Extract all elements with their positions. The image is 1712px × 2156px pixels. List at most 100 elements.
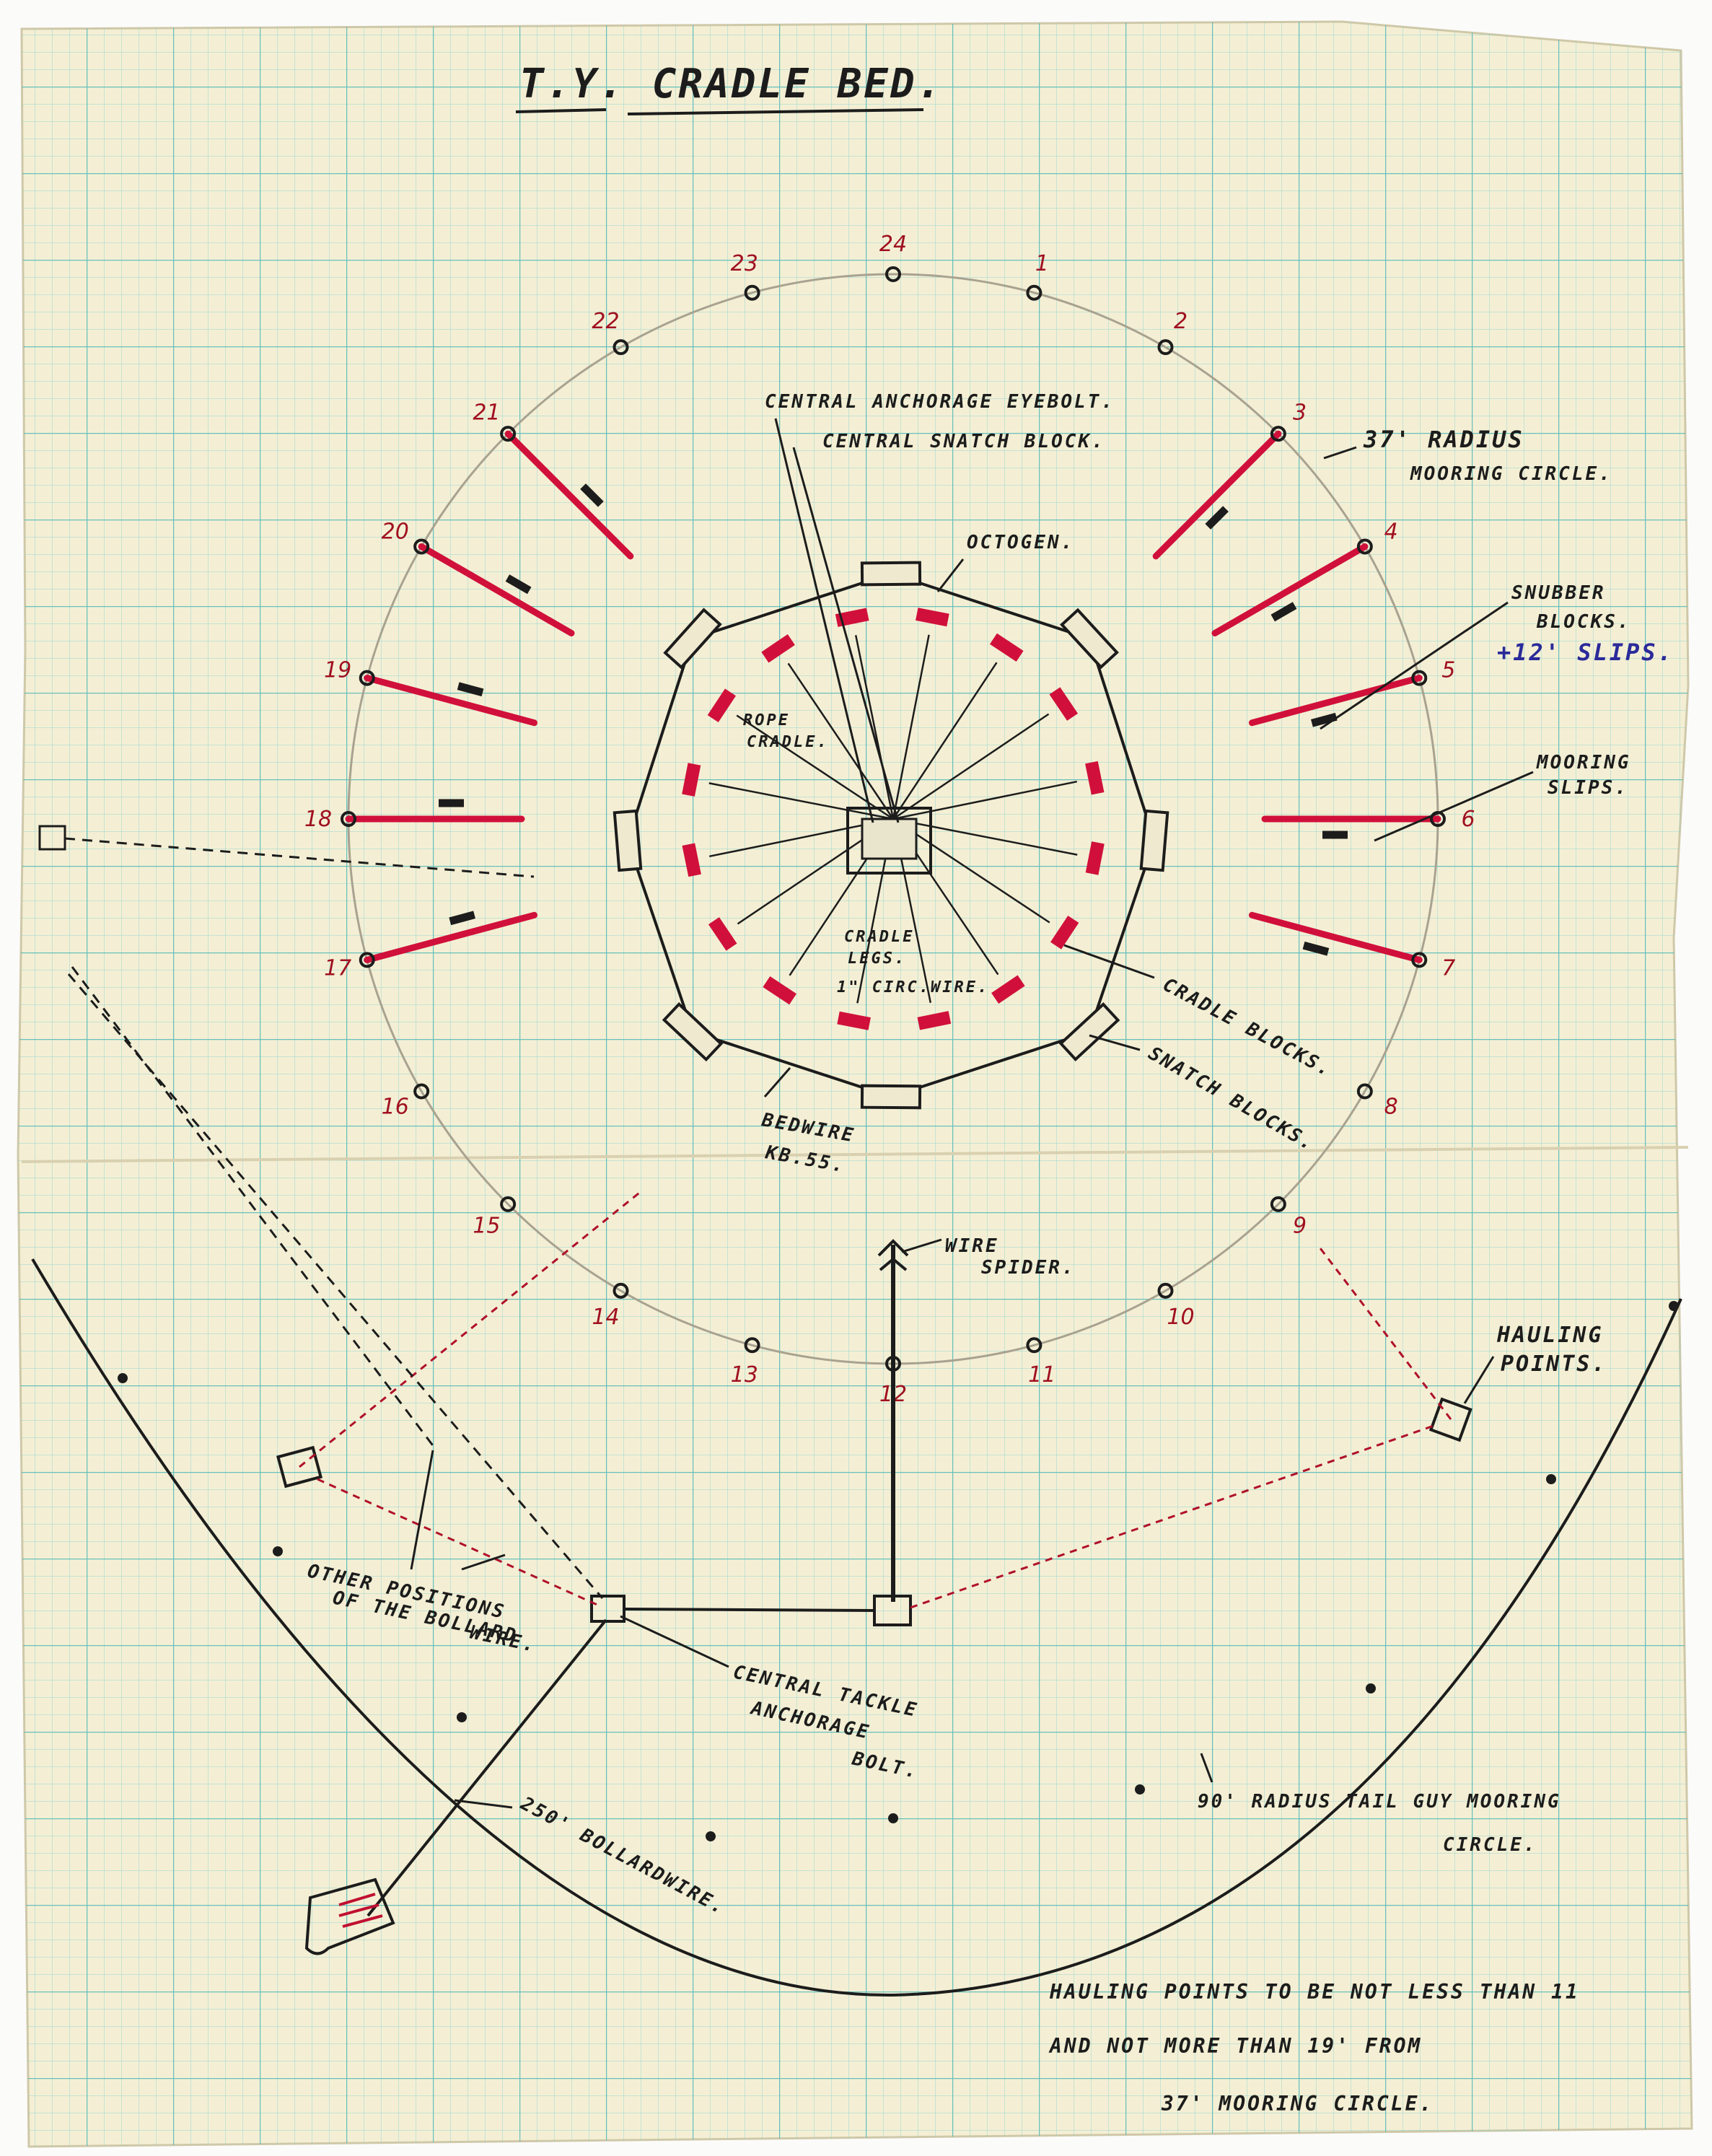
cradle-block <box>989 633 1024 662</box>
snatch-pointer <box>792 447 900 823</box>
label-slips12: +12' SLIPS. <box>1497 639 1674 666</box>
wire-spider-pointer <box>901 1238 942 1253</box>
label-note-b: AND NOT MORE THAN 19' FROM <box>1048 2034 1422 2058</box>
mooring-point-marker <box>1356 538 1373 555</box>
snatch-block <box>1060 608 1119 670</box>
mooring-slip-arms <box>345 430 1441 963</box>
cradle-leg <box>708 782 894 820</box>
bollard-wire <box>366 1618 607 1917</box>
bollard-wire-pointer <box>454 1799 513 1809</box>
mooring-point-marker <box>885 266 901 282</box>
snubber-block <box>1205 506 1229 530</box>
tail-guy-point <box>273 1546 283 1556</box>
snubber-block <box>449 911 476 926</box>
snatch-block <box>613 809 643 872</box>
mooring-point-5: 5 <box>1411 658 1455 686</box>
pointer-mooring-slips <box>1374 771 1534 842</box>
mooring-point-label: 20 <box>382 520 409 545</box>
label-octogen: OCTOGEN. <box>967 532 1074 553</box>
mooring-slip-arm <box>504 430 634 560</box>
mooring-point-label: 1 <box>1035 251 1049 276</box>
cradle-leg <box>892 662 998 820</box>
label-central-snatch: CENTRAL SNATCH BLOCK. <box>822 431 1105 452</box>
mooring-point-label: 4 <box>1384 520 1398 545</box>
cradle-leg <box>854 634 895 820</box>
mooring-point-label: 15 <box>473 1214 500 1239</box>
mooring-point-1: 1 <box>1026 251 1049 301</box>
central-anchorage-block <box>846 807 932 875</box>
label-cradle-legs-b: LEGS. <box>848 950 906 968</box>
label-rope-cradle-a: ROPE <box>743 711 790 729</box>
tail-guy-point <box>118 1373 128 1383</box>
cradle-block <box>1085 841 1105 875</box>
snubber-block <box>580 483 604 507</box>
tail-guy-point <box>888 1813 898 1823</box>
mooring-point-label: 19 <box>324 658 351 683</box>
mooring-point-marker <box>613 1282 629 1299</box>
label-wire-spider-b: SPIDER. <box>981 1257 1076 1279</box>
mooring-point-marker <box>1026 284 1042 301</box>
cradle-block <box>1085 761 1105 795</box>
mooring-point-marker <box>413 1083 430 1100</box>
eyebolt-pointer <box>774 418 874 823</box>
mooring-point-marker <box>500 426 517 442</box>
cradle-leg <box>892 818 1078 856</box>
hauling-point-right <box>1428 1397 1472 1442</box>
cradle-leg <box>892 713 1050 820</box>
mooring-point-label: 24 <box>879 232 907 257</box>
central-snatch-block <box>861 818 918 860</box>
mooring-slip-arm <box>1152 430 1282 560</box>
mooring-point-2: 2 <box>1157 309 1188 356</box>
mooring-slip-arm <box>364 911 538 963</box>
mooring-point-marker <box>1157 339 1174 356</box>
pointer-snubber <box>1320 601 1509 730</box>
tail-guy-circle-90 <box>31 1258 1682 1997</box>
mooring-point-label: 10 <box>1167 1305 1194 1330</box>
tail-guy-point <box>1366 1683 1376 1693</box>
label-hauling-b: POINTS. <box>1501 1351 1607 1377</box>
mooring-point-24: 24 <box>879 232 907 282</box>
label-rope-cradle-b: CRADLE. <box>747 733 829 751</box>
label-mooring-slips-b: SLIPS. <box>1548 777 1628 799</box>
mooring-point-label: 6 <box>1461 807 1475 832</box>
cradle-block <box>761 634 795 663</box>
cradle-block <box>707 688 736 723</box>
snatch-block <box>1139 809 1169 872</box>
cradle-leg <box>892 634 930 820</box>
cradle-block <box>763 976 797 1005</box>
cradle-block <box>682 843 701 877</box>
cradle-leg <box>787 662 895 820</box>
mooring-point-label: 5 <box>1441 658 1455 683</box>
far-left-anchor <box>38 825 66 851</box>
mooring-point-label: 21 <box>473 400 500 425</box>
mooring-point-marker <box>1356 1083 1373 1100</box>
label-snubber-a: SNUBBER <box>1511 582 1606 604</box>
title-underline-b <box>627 108 924 115</box>
mooring-point-marker <box>359 952 375 968</box>
mooring-point-16: 16 <box>382 1083 430 1120</box>
label-central-eyebolt: CENTRAL ANCHORAGE EYEBOLT. <box>765 391 1115 413</box>
snatch-block <box>860 561 922 587</box>
mooring-point-label: 2 <box>1174 309 1188 334</box>
pointer-cradle-blocks <box>1063 944 1155 979</box>
label-wire-spider-a: WIRE <box>945 1235 999 1257</box>
mooring-point-label: 14 <box>592 1305 619 1330</box>
pointer-snatch-blocks <box>1089 1034 1141 1051</box>
pointer-octogen <box>936 558 965 592</box>
snubber-block <box>1310 712 1338 727</box>
label-radius37-a: 37' RADIUS <box>1363 426 1524 453</box>
bollard-hatch <box>338 1893 383 1928</box>
mooring-point-marker <box>613 339 629 356</box>
snubber-block <box>1302 941 1330 956</box>
mooring-point-14: 14 <box>592 1282 629 1330</box>
label-note-a: HAULING POINTS TO BE NOT LESS THAN 11 <box>1049 1980 1580 2004</box>
mooring-point-22: 22 <box>592 309 629 356</box>
mooring-point-marker <box>744 284 760 301</box>
snatch-block <box>662 1002 724 1062</box>
tackle-wire <box>623 1608 875 1612</box>
title-underline-a <box>515 108 607 113</box>
label-radius37-b: MOORING CIRCLE. <box>1410 463 1612 485</box>
cradle-block <box>837 1011 871 1030</box>
cradle-leg <box>892 818 1050 924</box>
